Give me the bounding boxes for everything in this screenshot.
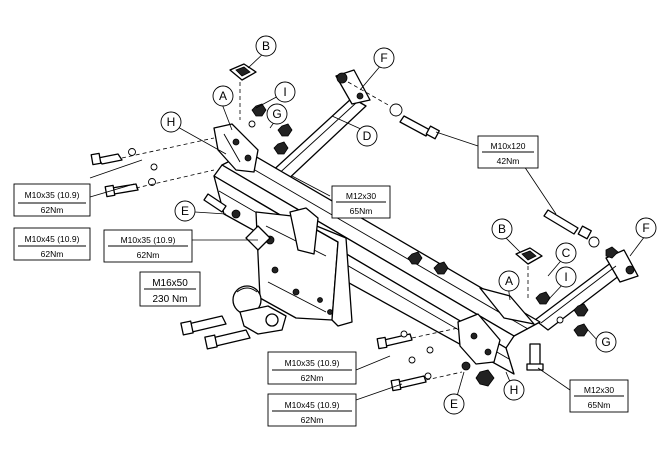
right-long-bolt bbox=[543, 209, 619, 259]
svg-text:I: I bbox=[283, 85, 286, 99]
svg-text:65Nm: 65Nm bbox=[588, 400, 611, 410]
svg-text:F: F bbox=[642, 221, 649, 235]
svg-text:H: H bbox=[510, 383, 519, 397]
callout-c: C bbox=[555, 242, 577, 264]
svg-text:230 Nm: 230 Nm bbox=[152, 294, 187, 305]
spec-m10x45-bottom: M10x45 (10.9) 62Nm bbox=[267, 393, 357, 427]
right-nuts bbox=[407, 251, 589, 337]
left-bolt-set bbox=[90, 137, 215, 198]
spec-m10x35-center: M10x35 (10.9) 62Nm bbox=[103, 229, 193, 263]
svg-text:G: G bbox=[272, 107, 281, 121]
callout-a-right: A bbox=[498, 270, 520, 292]
callout-e-bottom: E bbox=[443, 393, 465, 415]
svg-text:E: E bbox=[181, 204, 189, 218]
svg-text:M10x45 (10.9): M10x45 (10.9) bbox=[25, 234, 80, 244]
spec-m10x120: M10x120 42Nm bbox=[477, 135, 539, 169]
svg-text:62Nm: 62Nm bbox=[137, 250, 160, 260]
tow-ball bbox=[232, 285, 287, 335]
right-nut-b bbox=[515, 247, 543, 300]
svg-text:42Nm: 42Nm bbox=[497, 156, 520, 166]
callout-g-right: G bbox=[595, 331, 617, 353]
svg-text:M10x120: M10x120 bbox=[491, 141, 526, 151]
callout-a-top: A bbox=[212, 85, 234, 107]
callout-g-top: G bbox=[266, 103, 288, 125]
right-vertical-bolt bbox=[526, 343, 544, 371]
svg-text:M10x35 (10.9): M10x35 (10.9) bbox=[25, 190, 80, 200]
svg-text:M12x30: M12x30 bbox=[346, 191, 377, 201]
callout-b-right: B bbox=[491, 218, 513, 240]
spec-m10x45-left: M10x45 (10.9) 62Nm bbox=[13, 227, 91, 261]
svg-text:M12x30: M12x30 bbox=[584, 385, 615, 395]
callout-f-top: F bbox=[373, 47, 395, 69]
left-mounting-bracket bbox=[213, 123, 259, 173]
svg-text:A: A bbox=[219, 89, 227, 103]
callout-e-left: E bbox=[174, 200, 196, 222]
left-bracket-bolt bbox=[203, 193, 241, 219]
svg-text:G: G bbox=[601, 335, 610, 349]
callout-b-top: B bbox=[255, 35, 277, 57]
upper-long-bolt bbox=[336, 72, 440, 140]
tow-ball-bolts bbox=[180, 315, 251, 350]
svg-text:I: I bbox=[564, 270, 567, 284]
svg-text:B: B bbox=[498, 222, 506, 236]
spec-m10x35-left: M10x35 (10.9) 62Nm bbox=[13, 183, 91, 217]
left-nuts bbox=[248, 103, 293, 155]
svg-text:C: C bbox=[562, 246, 571, 260]
svg-text:62Nm: 62Nm bbox=[301, 415, 324, 425]
svg-text:D: D bbox=[363, 129, 372, 143]
spec-m10x35-bottom: M10x35 (10.9) 62Nm bbox=[267, 351, 357, 385]
svg-text:62Nm: 62Nm bbox=[41, 249, 64, 259]
svg-text:62Nm: 62Nm bbox=[41, 205, 64, 215]
svg-text:M16x50: M16x50 bbox=[152, 278, 188, 289]
svg-text:62Nm: 62Nm bbox=[301, 373, 324, 383]
svg-text:H: H bbox=[167, 115, 176, 129]
spec-m12x30-top: M12x30 65Nm bbox=[331, 185, 391, 219]
spec-m12x30-bottom: M12x30 65Nm bbox=[569, 379, 629, 413]
svg-text:B: B bbox=[262, 39, 270, 53]
svg-text:F: F bbox=[380, 51, 387, 65]
bottom-bolt-set bbox=[376, 327, 495, 392]
left-nut-b bbox=[229, 63, 257, 120]
svg-text:E: E bbox=[450, 397, 458, 411]
callout-i-top: I bbox=[274, 81, 296, 103]
callout-h-top: H bbox=[160, 111, 182, 133]
top-bracket bbox=[245, 207, 319, 255]
spec-m16x50: M16x50 230 Nm bbox=[139, 271, 201, 307]
callout-h-right: H bbox=[503, 379, 525, 401]
callout-d: D bbox=[356, 125, 378, 147]
svg-text:M10x35 (10.9): M10x35 (10.9) bbox=[121, 235, 176, 245]
callout-f-right: F bbox=[635, 217, 657, 239]
svg-text:65Nm: 65Nm bbox=[350, 206, 373, 216]
svg-text:A: A bbox=[505, 274, 513, 288]
right-side-arm bbox=[534, 249, 639, 331]
right-mounting-bracket bbox=[457, 287, 535, 365]
callout-i-right: I bbox=[555, 266, 577, 288]
svg-text:M10x45 (10.9): M10x45 (10.9) bbox=[285, 400, 340, 410]
svg-text:M10x35 (10.9): M10x35 (10.9) bbox=[285, 358, 340, 368]
